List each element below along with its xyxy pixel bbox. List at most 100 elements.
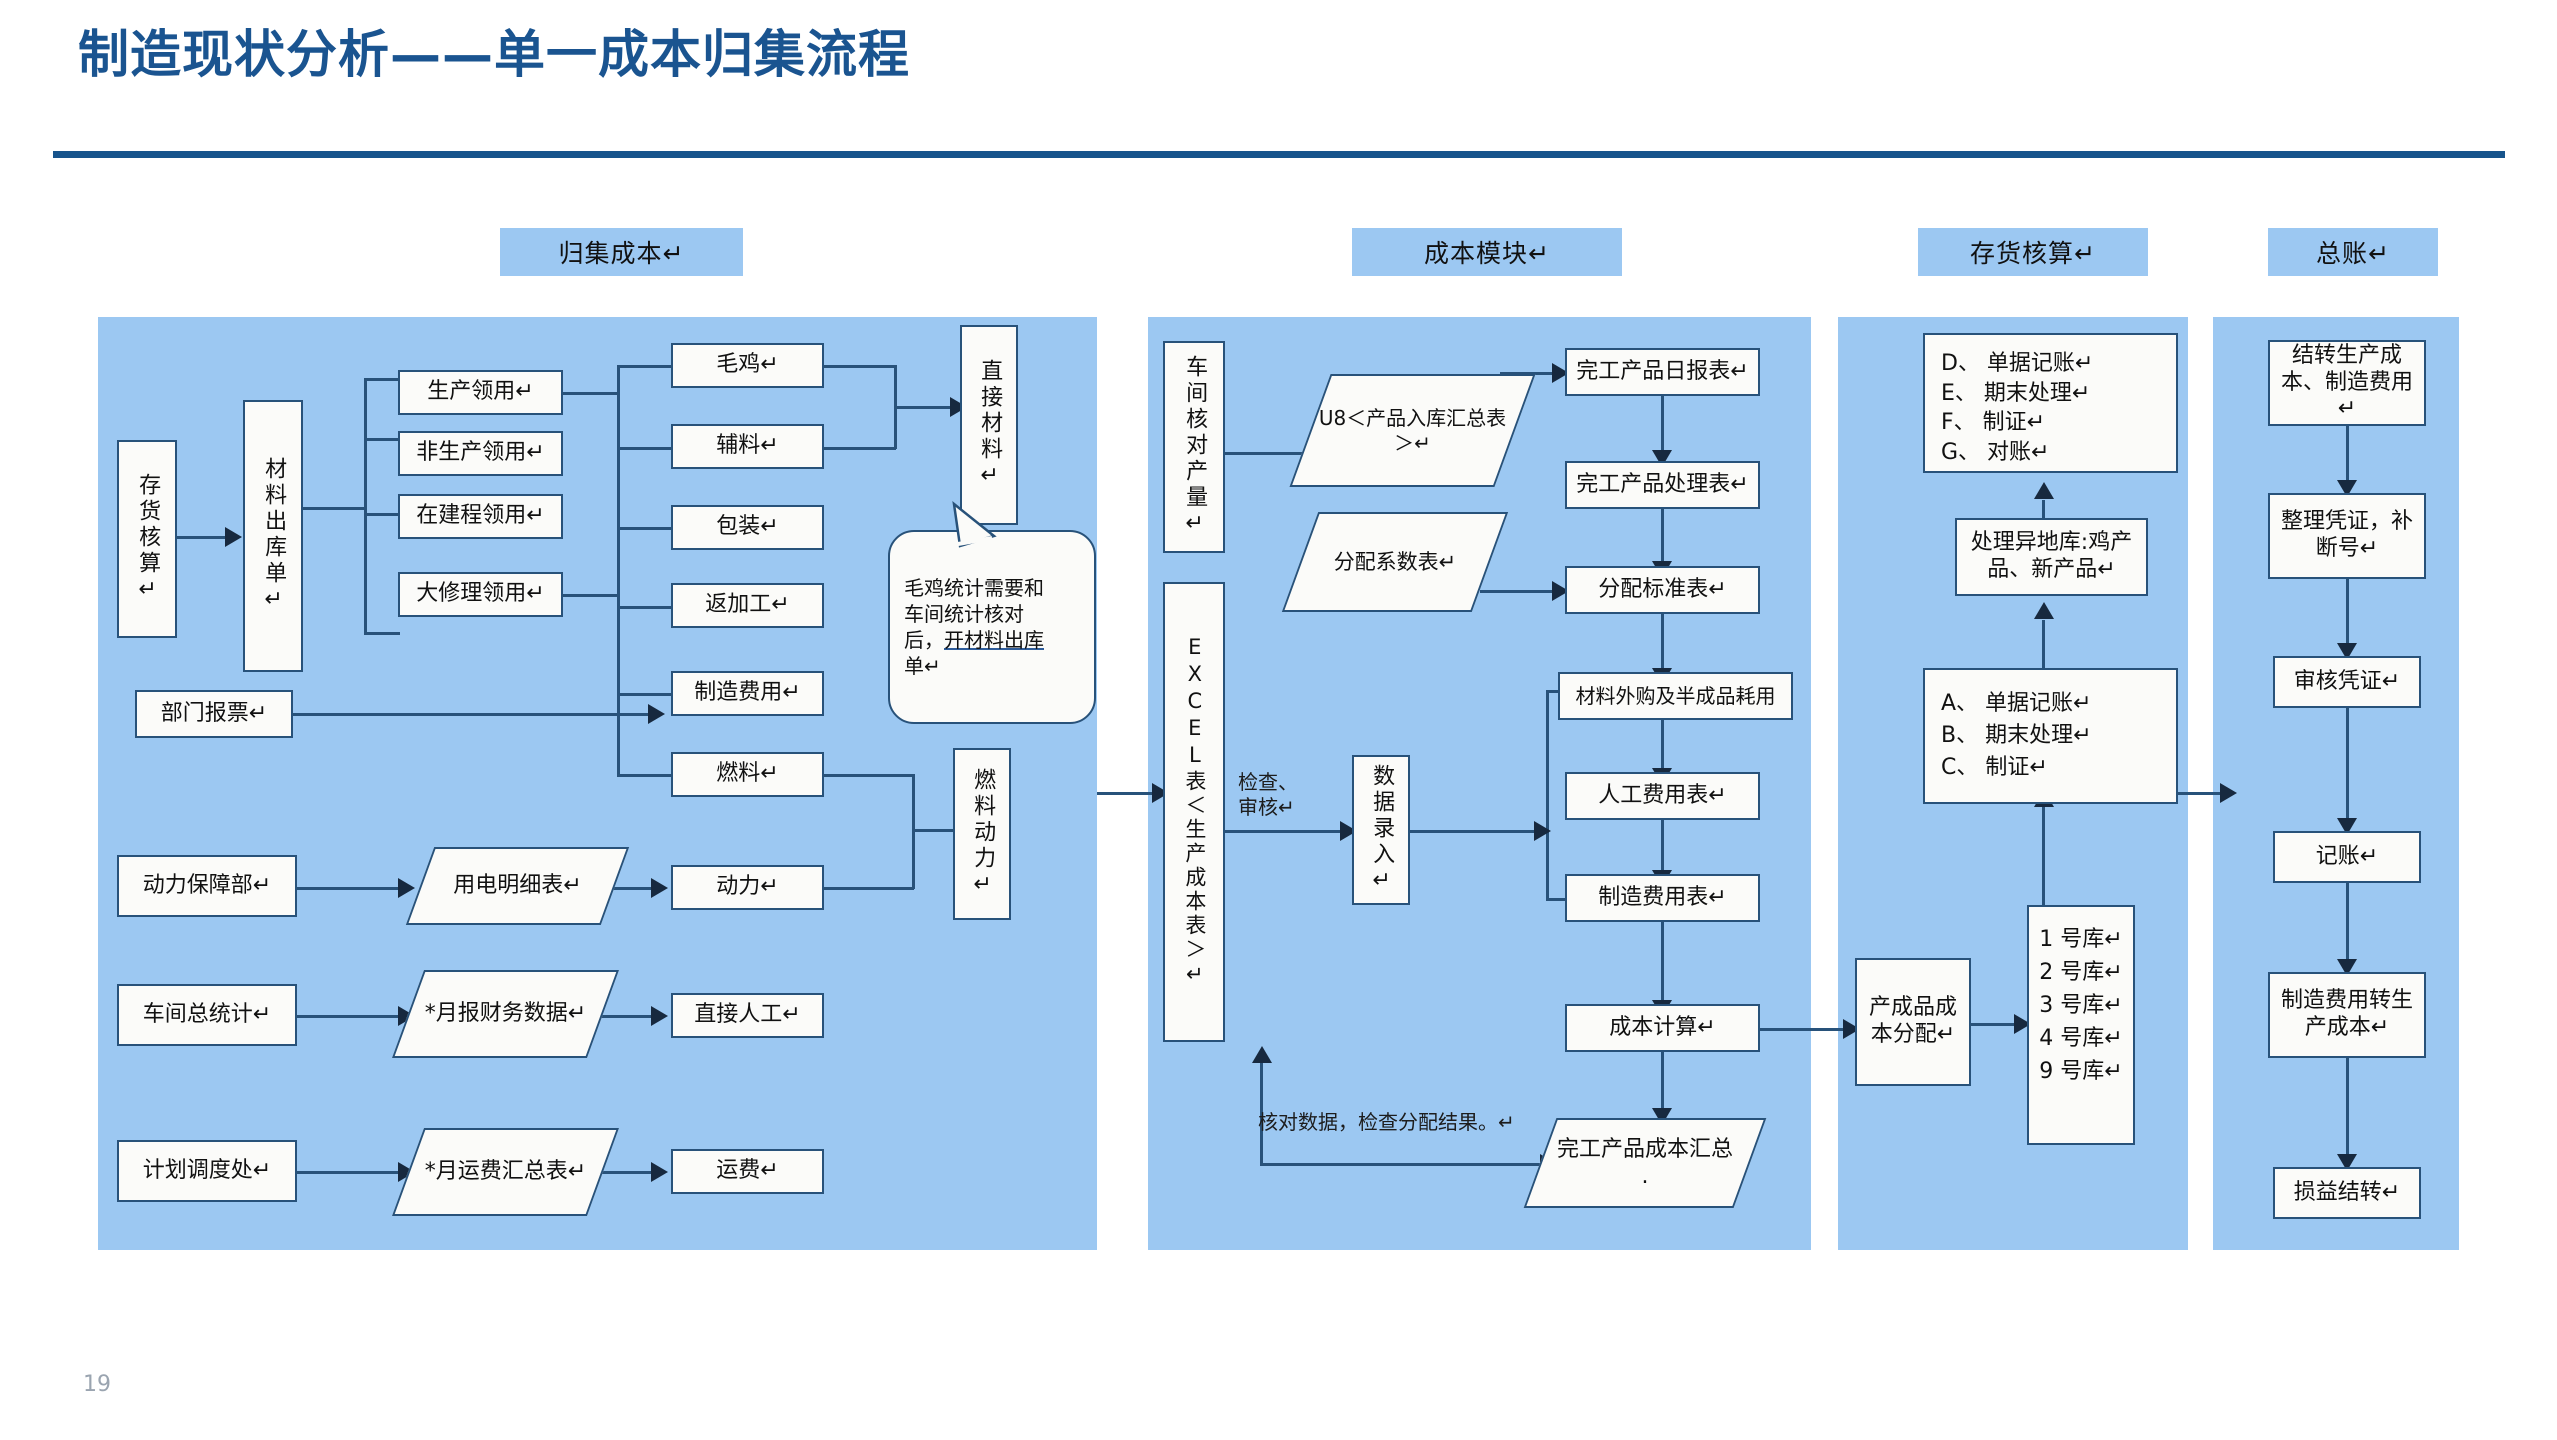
callout-body [888, 530, 1096, 724]
node-workshop-statistics[interactable]: 车间总统计↵ [117, 984, 297, 1046]
node-inventory-steps-defg[interactable]: D、 单据记账↵ E、 期末处理↵ F、 制证↵ G、 对账↵ [1923, 333, 2178, 473]
node-organize-vouchers[interactable]: 整理凭证，补断号↵ [2268, 493, 2426, 579]
node-label: 完工产品成本汇总 . [1556, 1136, 1733, 1190]
node-rework[interactable]: 返加工↵ [671, 583, 824, 628]
connector [824, 447, 896, 450]
step-c: C、 制证↵ [1941, 754, 2048, 780]
connector [912, 829, 956, 832]
node-manufacturing-expense[interactable]: 制造费用↵ [671, 671, 824, 716]
node-allocation-coefficient-table[interactable]: 分配系数表↵ [1281, 512, 1509, 612]
arrowhead [2337, 1154, 2357, 1171]
node-labor-expense-table[interactable]: 人工费用表↵ [1565, 772, 1760, 820]
node-auxiliary-material[interactable]: 辅料↵ [671, 424, 824, 469]
callout-note: 毛鸡统计需要和 车间统计核对 后，开材料出库 单↵ [888, 501, 1096, 724]
node-transfer-manufacturing-to-production[interactable]: 制造费用转生产成本↵ [2268, 972, 2426, 1058]
arrowhead [648, 704, 665, 724]
node-overhaul-issue[interactable]: 大修理领用↵ [398, 572, 563, 617]
node-planning-dispatch-dept[interactable]: 计划调度处↵ [117, 1140, 297, 1202]
node-power[interactable]: 动力↵ [671, 865, 824, 910]
node-u8-product-inbound-summary[interactable]: U8＜产品入库汇总表＞↵ [1289, 374, 1536, 487]
connector [1661, 820, 1664, 874]
node-label: *月运费汇总表↵ [424, 1159, 587, 1185]
node-department-invoice[interactable]: 部门报票↵ [135, 690, 293, 738]
connector [1661, 720, 1664, 772]
arrowhead [225, 527, 242, 547]
callout-line-2: 车间统计核对 [904, 602, 1024, 626]
node-label: U8＜产品入库汇总表＞↵ [1318, 405, 1507, 455]
connector [364, 632, 400, 635]
connector [592, 1015, 656, 1018]
connector [1410, 830, 1538, 833]
node-non-production-issue[interactable]: 非生产领用↵ [398, 431, 563, 476]
node-material-issue-note[interactable]: 材料出库单↵ [243, 400, 303, 672]
step-b: B、 期末处理↵ [1941, 722, 2092, 748]
node-freight[interactable]: 运费↵ [671, 1149, 824, 1194]
node-warehouse-list[interactable]: 1 号库↵ 2 号库↵ 3 号库↵ 4 号库↵ 9 号库↵ [2027, 905, 2135, 1145]
connector [1661, 1052, 1664, 1112]
connector [617, 365, 620, 775]
step-e: E、 期末处理↵ [1941, 380, 2091, 406]
connector [894, 406, 952, 409]
node-profit-loss-carry-forward[interactable]: 损益结转↵ [2273, 1167, 2421, 1219]
node-production-issue[interactable]: 生产领用↵ [398, 370, 563, 415]
connector [364, 378, 367, 635]
node-monthly-freight-summary[interactable]: *月运费汇总表↵ [391, 1128, 620, 1216]
node-direct-labor[interactable]: 直接人工↵ [671, 993, 824, 1038]
connector [1661, 614, 1664, 672]
arrowhead [2014, 1014, 2031, 1034]
section-header-inventory-accounting: 存货核算↵ [1918, 228, 2148, 276]
node-workshop-output-check[interactable]: 车间核对产量↵ [1163, 341, 1225, 553]
node-electricity-detail-table[interactable]: 用电明细表↵ [405, 847, 630, 925]
node-data-entry[interactable]: 数据录入↵ [1352, 755, 1410, 905]
node-manufacturing-expense-table[interactable]: 制造费用表↵ [1565, 874, 1760, 922]
connector [1661, 396, 1664, 454]
connector [297, 887, 401, 890]
node-raw-chicken[interactable]: 毛鸡↵ [671, 343, 824, 388]
node-remote-warehouse-processing[interactable]: 处理异地库:鸡产品、新产品↵ [1955, 518, 2148, 596]
connector-feedback [1260, 1062, 1263, 1166]
connector [2042, 620, 2045, 668]
connector [1225, 830, 1345, 833]
callout-line-3: 后， [904, 628, 944, 652]
node-audit-voucher[interactable]: 审核凭证↵ [2273, 656, 2421, 708]
node-direct-material[interactable]: 直接材料↵ [960, 325, 1018, 525]
node-finished-product-daily-report[interactable]: 完工产品日报表↵ [1565, 348, 1760, 396]
connector [617, 365, 673, 368]
callout-text: 毛鸡统计需要和 车间统计核对 后，开材料出库 单↵ [888, 530, 1096, 724]
node-monthly-financial-data[interactable]: *月报财务数据↵ [391, 970, 620, 1058]
callout-line-1: 毛鸡统计需要和 [904, 576, 1044, 600]
node-inventory-steps-abc[interactable]: A、 单据记账↵ B、 期末处理↵ C、 制证↵ [1923, 668, 2178, 804]
node-construction-issue[interactable]: 在建程领用↵ [398, 494, 563, 539]
node-finished-goods-cost-allocation[interactable]: 产成品成本分配↵ [1855, 958, 1971, 1086]
connector [824, 887, 914, 890]
arrowhead [2337, 480, 2357, 497]
node-fuel[interactable]: 燃料↵ [671, 752, 824, 797]
arrowhead [651, 1162, 668, 1182]
node-allocation-standard-table[interactable]: 分配标准表↵ [1565, 566, 1760, 614]
node-fuel-power[interactable]: 燃料动力↵ [953, 748, 1011, 920]
arrowhead [2337, 959, 2357, 976]
connector-panel3-to-panel4 [2178, 792, 2226, 795]
page-title: 制造现状分析——单一成本归集流程 [78, 26, 911, 85]
node-packaging[interactable]: 包装↵ [671, 505, 824, 550]
node-carry-forward-production-cost[interactable]: 结转生产成本、制造费用↵ [2268, 340, 2426, 426]
section-header-cost-module: 成本模块↵ [1352, 228, 1622, 276]
node-inventory-accounting[interactable]: 存货核算↵ [117, 440, 177, 638]
arrowhead [2034, 482, 2054, 499]
step-g: G、 对账↵ [1941, 440, 2050, 466]
node-excel-production-cost-sheet[interactable]: EXCEL表＜生产成本表＞↵ [1163, 582, 1225, 1042]
connector [1480, 590, 1558, 593]
connector [1510, 372, 1558, 375]
connector [1225, 452, 1320, 455]
panel-general-ledger [2213, 317, 2459, 1250]
node-cost-calculation[interactable]: 成本计算↵ [1565, 1004, 1760, 1052]
node-power-assurance-dept[interactable]: 动力保障部↵ [117, 855, 297, 917]
node-label: *月报财务数据↵ [424, 1001, 587, 1027]
node-finished-product-cost-summary[interactable]: 完工产品成本汇总 . [1523, 1118, 1767, 1208]
connector [1546, 898, 1576, 901]
warehouse-3: 3 号库↵ [2039, 993, 2123, 1018]
connector [617, 693, 673, 696]
node-finished-product-processing-table[interactable]: 完工产品处理表↵ [1565, 461, 1760, 509]
node-material-purchase-semi-finished[interactable]: 材料外购及半成品耗用 [1558, 672, 1793, 720]
node-bookkeeping[interactable]: 记账↵ [2273, 831, 2421, 883]
